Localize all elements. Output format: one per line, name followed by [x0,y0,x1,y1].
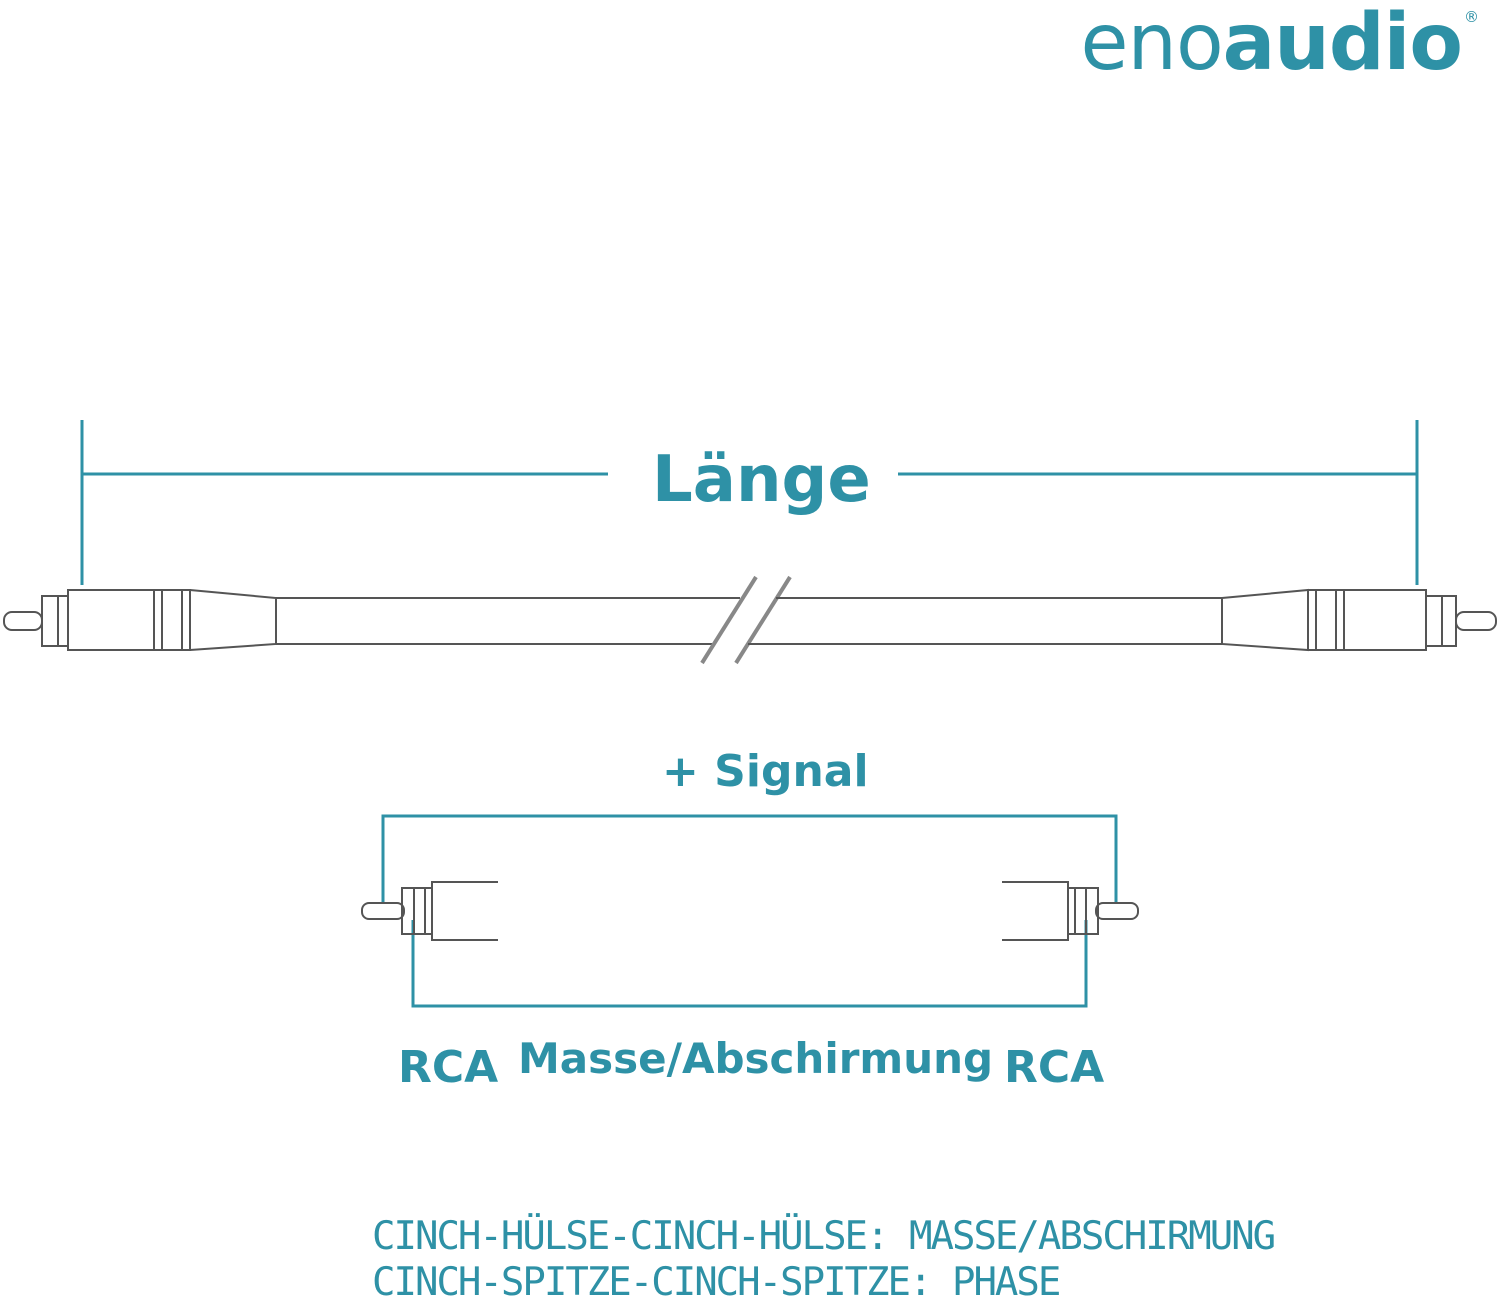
small-connector-right [1002,881,1139,941]
brand-name-light: eno [1080,0,1224,88]
ground-label: Masse/Abschirmung [518,1034,994,1083]
brand-name-bold: audio [1222,0,1463,88]
wiring-note: CINCH-SPITZE-CINCH-SPITZE: PHASE [372,1260,1061,1305]
connector-left-label: RCA [398,1042,499,1093]
length-label: Länge [652,443,871,517]
length-dimension [80,420,1419,585]
wiring-notes: CINCH-HÜLSE-CINCH-HÜLSE: MASSE/ABSCHIRMU… [372,1214,1276,1306]
small-connector-left [361,881,498,941]
registered-mark: ® [1464,8,1479,26]
brand-logo: enoaudio® [1081,4,1479,82]
wiring-note: CINCH-HÜLSE-CINCH-HÜLSE: MASSE/ABSCHIRMU… [372,1214,1276,1259]
signal-wire [381,814,1118,902]
signal-label: + Signal [662,746,869,797]
connector-right-label: RCA [1004,1042,1105,1093]
ground-wire [411,920,1088,1008]
cable-illustration [3,575,1497,665]
